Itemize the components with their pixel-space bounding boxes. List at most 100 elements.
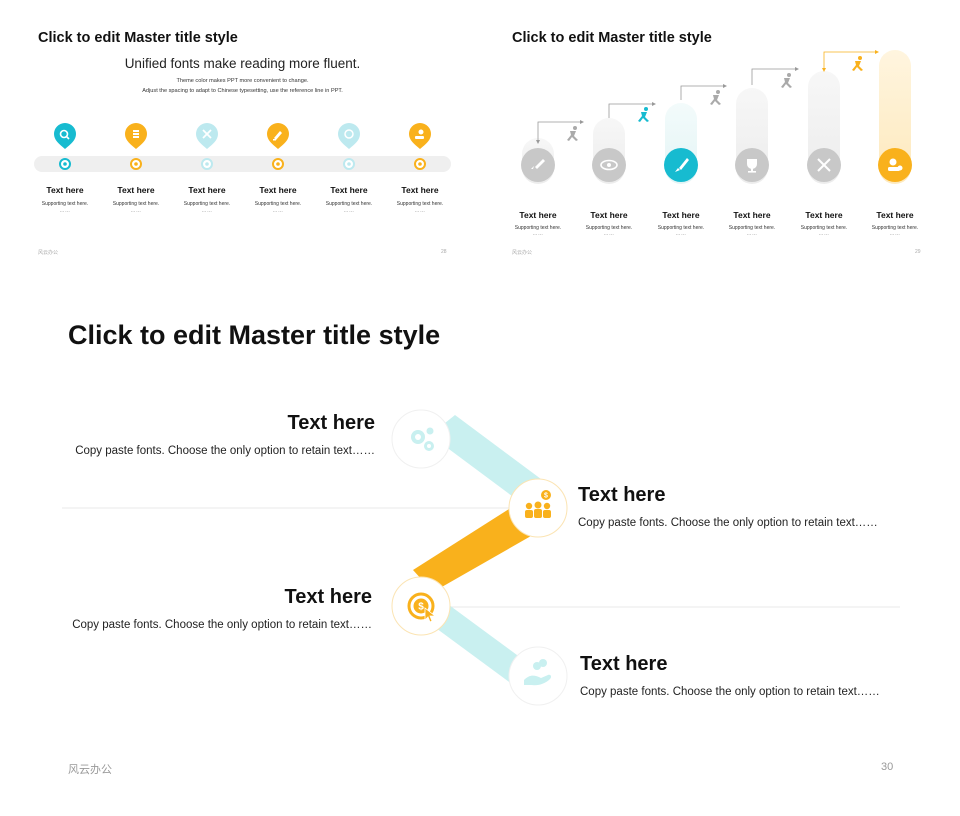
step-circle-6	[878, 148, 912, 182]
timeline-item-3: Text here Supporting text here. ……	[172, 185, 242, 214]
step-item-1: Text here Supporting text here. ……	[503, 210, 573, 237]
item-label: Text here	[733, 210, 771, 220]
item-dots: ……	[59, 208, 71, 214]
item-supporting: Supporting text here.	[325, 201, 373, 207]
step-item-4: Text here Supporting text here. ……	[717, 210, 787, 237]
slide-title: Click to edit Master title style	[38, 30, 238, 46]
pin-6	[409, 123, 431, 149]
runner-icon	[567, 126, 578, 141]
item-supporting: Supporting text here.	[183, 201, 231, 207]
item-supporting: Supporting text here.	[585, 225, 633, 231]
step-item-2: Text here Supporting text here. ……	[574, 210, 644, 237]
hand-coins-icon	[524, 659, 552, 686]
slide-title: Click to edit Master title style	[68, 320, 441, 350]
coin-icon	[344, 129, 354, 139]
footer-brand: 风云办公	[38, 250, 59, 256]
step-item-3: Text here Supporting text here. ……	[646, 210, 716, 237]
page-number: 28	[441, 249, 447, 255]
item-supporting: Supporting text here.	[254, 201, 302, 207]
item-label: Text here	[876, 210, 914, 220]
gears-icon	[411, 427, 434, 451]
trophy-icon	[747, 159, 757, 173]
band-2	[413, 502, 545, 592]
step-item-6: Text here Supporting text here. ……	[860, 210, 930, 237]
pencil-icon	[273, 131, 282, 141]
item-2-body: Copy paste fonts. Choose the only option…	[578, 517, 878, 529]
item-dots: ……	[889, 231, 901, 237]
team-money-icon: $	[525, 490, 551, 518]
timeline-item-6: Text here Supporting text here. ……	[385, 185, 455, 214]
item-dots: ……	[746, 231, 758, 237]
item-2-heading: Text here	[578, 484, 666, 506]
item-dots: ……	[130, 208, 142, 214]
pin-5	[338, 123, 360, 149]
item-label: Text here	[46, 185, 84, 195]
node-1	[391, 409, 451, 469]
band-1	[430, 415, 545, 502]
item-supporting: Supporting text here.	[871, 225, 919, 231]
step-circle-5	[807, 148, 841, 182]
list-icon	[133, 130, 139, 138]
timeline-item-2: Text here Supporting text here. ……	[101, 185, 171, 214]
item-supporting: Supporting text here.	[396, 201, 444, 207]
item-dots: ……	[414, 208, 426, 214]
item-dots: ……	[603, 231, 615, 237]
search-icon	[59, 129, 70, 140]
pin-4	[267, 123, 289, 149]
node-2: $	[508, 478, 568, 538]
item-label: Text here	[188, 185, 226, 195]
step-arrows	[537, 68, 795, 140]
item-4-body: Copy paste fonts. Choose the only option…	[580, 686, 880, 698]
item-label: Text here	[590, 210, 628, 220]
timeline-item-4: Text here Supporting text here. ……	[243, 185, 313, 214]
coins-icon	[888, 158, 903, 171]
step-circle-3	[664, 148, 698, 182]
runner-icon	[781, 73, 792, 88]
page-number: 29	[915, 249, 921, 255]
svg-text:$: $	[544, 493, 548, 500]
item-label: Text here	[519, 210, 557, 220]
item-supporting: Supporting text here.	[657, 225, 705, 231]
item-dots: ……	[675, 231, 687, 237]
runner-icon	[852, 56, 863, 71]
runner-icon	[638, 107, 649, 122]
eye-icon	[600, 159, 618, 171]
item-label: Text here	[330, 185, 368, 195]
hand-coin-icon	[415, 129, 424, 139]
timeline-item-5: Text here Supporting text here. ……	[314, 185, 384, 214]
slide-subtitle: Unified fonts make reading more fluent.	[124, 56, 361, 71]
slide-title: Click to edit Master title style	[512, 30, 712, 46]
item-dots: ……	[272, 208, 284, 214]
tools-icon	[817, 158, 831, 172]
runner-icon	[710, 90, 721, 105]
close-icon	[202, 129, 212, 139]
item-supporting: Supporting text here.	[800, 225, 848, 231]
item-1-heading: Text here	[287, 412, 375, 434]
zigzag-diagram: $ $	[62, 409, 900, 706]
item-4-heading: Text here	[580, 653, 668, 675]
item-label: Text here	[401, 185, 439, 195]
item-supporting: Supporting text here.	[112, 201, 160, 207]
page-number: 30	[881, 761, 894, 773]
item-label: Text here	[117, 185, 155, 195]
item-dots: ……	[201, 208, 213, 214]
step-circle-4	[735, 148, 769, 182]
item-dots: ……	[343, 208, 355, 214]
item-dots: ……	[818, 231, 830, 237]
dollar-click-icon: $	[407, 592, 437, 623]
item-supporting: Supporting text here.	[514, 225, 562, 231]
item-label: Text here	[662, 210, 700, 220]
step-item-5: Text here Supporting text here. ……	[789, 210, 859, 237]
item-1-body: Copy paste fonts. Choose the only option…	[75, 445, 375, 457]
pin-1	[54, 123, 76, 149]
item-supporting: Supporting text here.	[728, 225, 776, 231]
node-3: $	[391, 576, 451, 636]
step-circle-1	[521, 148, 555, 182]
item-3-heading: Text here	[284, 586, 372, 608]
footer-brand: 风云办公	[512, 250, 533, 256]
footer-brand: 风云办公	[68, 764, 112, 776]
pin-3	[196, 123, 218, 149]
item-3-body: Copy paste fonts. Choose the only option…	[72, 619, 372, 631]
pin-2	[125, 123, 147, 149]
item-label: Text here	[805, 210, 843, 220]
